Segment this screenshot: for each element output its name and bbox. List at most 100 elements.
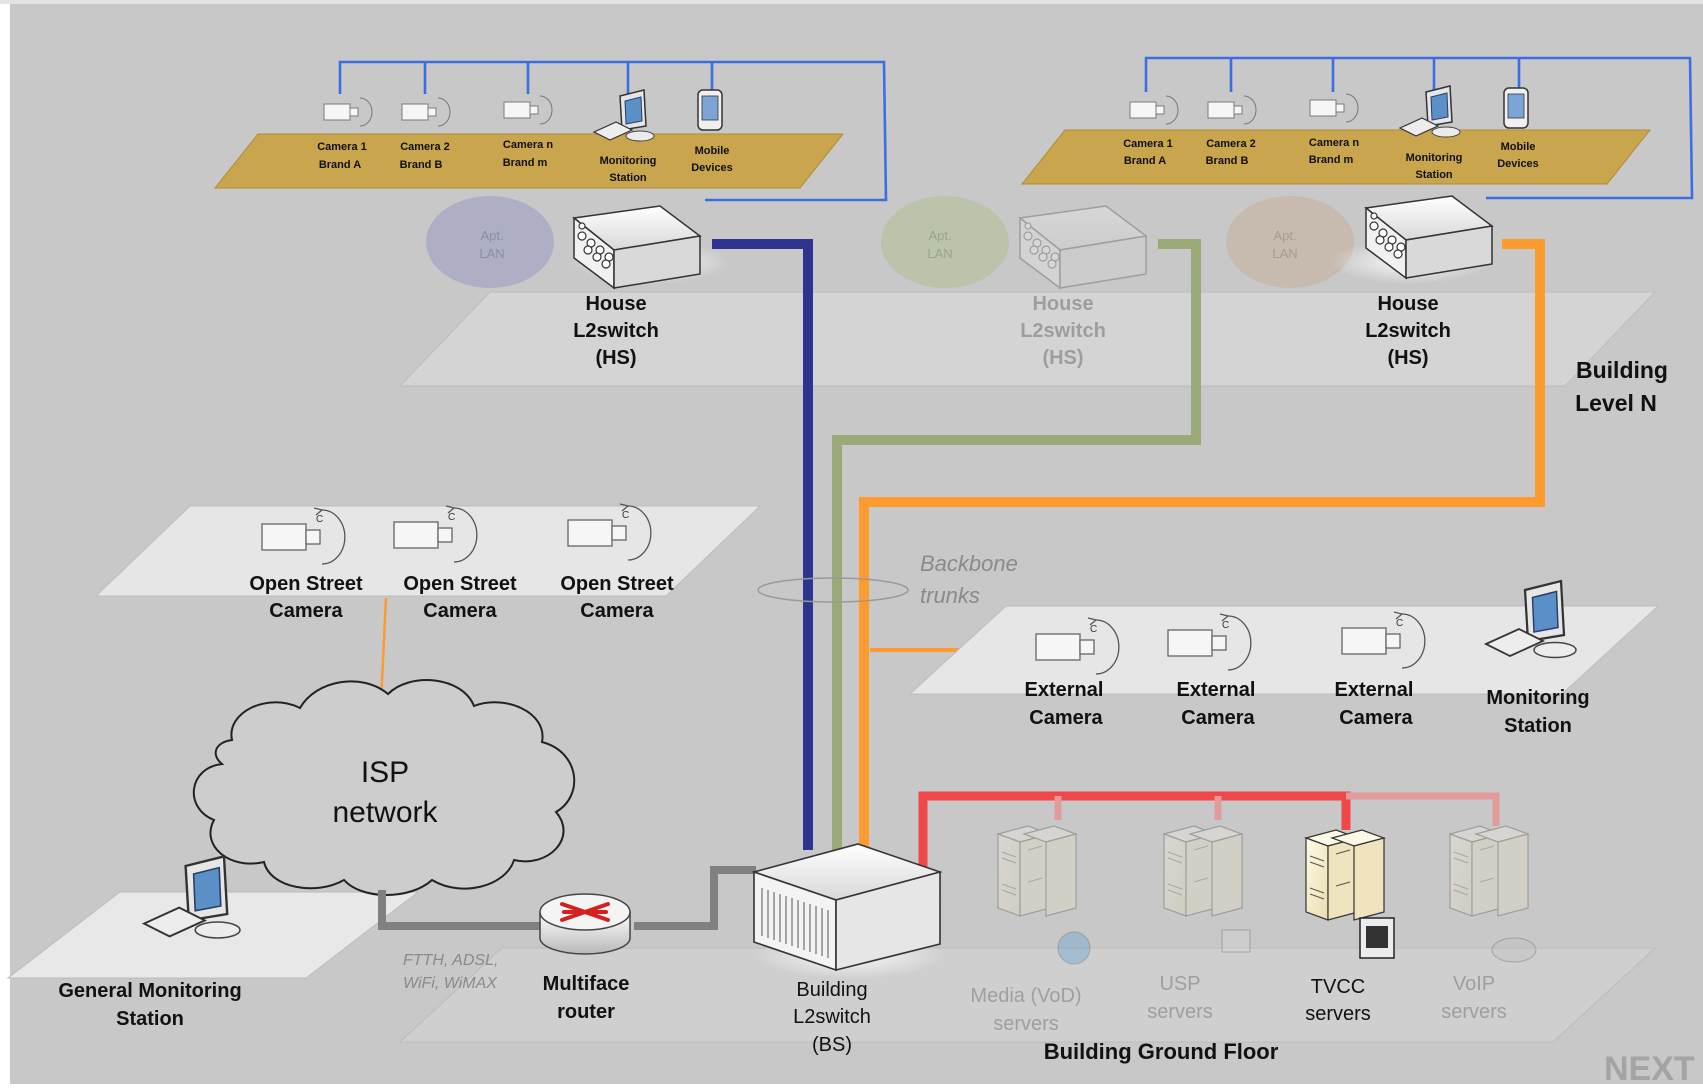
trunk-blue — [712, 239, 813, 850]
media-server — [997, 825, 1091, 965]
external-camera-label: Camera — [1181, 707, 1255, 729]
house-switch-2: House L2switch (HS) — [1019, 205, 1147, 369]
apt-lan-ellipse — [881, 196, 1009, 288]
server-icon — [1163, 825, 1243, 917]
building-switch-label: L2switch — [793, 1006, 871, 1028]
server-links — [918, 791, 1351, 870]
device-label: Devices — [691, 162, 733, 174]
tvcc-server — [1305, 829, 1395, 959]
building-switch-label: Building — [796, 979, 867, 1001]
router-label: Multiface — [543, 973, 630, 995]
server-icon — [1449, 825, 1529, 917]
device-label: Camera n — [1309, 137, 1359, 149]
camera-lens-icon — [1366, 926, 1388, 948]
isp-label: ISP — [361, 756, 409, 789]
apt-lan-label: LAN — [927, 246, 952, 261]
apt-lan-2: Apt. LAN — [881, 196, 1009, 288]
globe-icon — [1057, 931, 1091, 965]
apartment-lan-links-1 — [338, 60, 888, 202]
trunk-orange — [859, 239, 1545, 850]
device-label: Brand m — [1309, 154, 1354, 166]
apt-lan-label: Apt. — [480, 228, 503, 243]
device-label: Brand A — [319, 159, 361, 171]
building-switch-icon — [751, 843, 945, 979]
device-label: Camera n — [503, 139, 553, 151]
server-icon — [997, 825, 1077, 917]
street-camera-label: Camera — [269, 600, 343, 622]
router-label: router — [557, 1001, 615, 1023]
external-camera-label: External — [1335, 679, 1414, 701]
external-monitoring-label: Station — [1504, 715, 1572, 737]
pc-icon — [1221, 929, 1251, 953]
apt-lan-ellipse — [426, 196, 554, 288]
device-label: Brand B — [400, 159, 443, 171]
server-label: TVCC — [1311, 976, 1365, 998]
building-level-title: Level N — [1575, 390, 1657, 416]
device-label: Brand A — [1124, 155, 1166, 167]
device-label: Station — [1415, 169, 1453, 181]
apt-lan-label: LAN — [1272, 246, 1297, 261]
building-switch-label: (BS) — [812, 1034, 852, 1056]
server-links-faded — [1054, 792, 1500, 826]
device-label: Devices — [1497, 158, 1539, 170]
device-label: Station — [609, 172, 647, 184]
watermark: NEXT — [1604, 1050, 1695, 1084]
device-label: Brand B — [1206, 155, 1249, 167]
general-monitoring-label: Station — [116, 1008, 184, 1030]
server-icon — [1305, 829, 1385, 921]
access-label: FTTH, ADSL, — [403, 952, 498, 969]
server-label: servers — [1441, 1001, 1507, 1023]
external-monitoring-label: Monitoring — [1486, 687, 1589, 709]
switch-label: L2switch — [573, 320, 659, 342]
backbone-label: trunks — [920, 583, 980, 608]
apartment-devices-3: Camera 1 Brand A Camera 2 Brand B Camera… — [1123, 85, 1539, 181]
apartment-lan-links-3 — [1144, 56, 1694, 200]
apt-lan-label: LAN — [479, 246, 504, 261]
switch-label: House — [1377, 293, 1438, 315]
server-label: VoIP — [1453, 973, 1495, 995]
device-label: Camera 1 — [317, 141, 367, 153]
isp-cloud — [192, 679, 576, 896]
switch-label: House — [1032, 293, 1093, 315]
backbone-ellipse — [757, 577, 909, 603]
server-label: Media (VoD) — [970, 985, 1081, 1007]
general-monitoring-label: General Monitoring — [58, 980, 241, 1002]
street-camera-label: Camera — [423, 600, 497, 622]
house-switch-1: House L2switch (HS) — [570, 205, 730, 369]
top-border — [0, 0, 1703, 4]
device-label: Monitoring — [1406, 152, 1463, 164]
mobile-device-icon — [697, 89, 723, 131]
usp-server — [1163, 825, 1251, 953]
apartment-plate-3 — [1020, 129, 1652, 185]
switch-label: (HS) — [1387, 347, 1428, 369]
router-icon — [539, 893, 631, 955]
switch-label: (HS) — [1042, 347, 1083, 369]
switch-label: L2switch — [1365, 320, 1451, 342]
external-camera-label: Camera — [1339, 707, 1413, 729]
apt-lan-3: Apt. LAN — [1226, 196, 1354, 288]
server-label: servers — [1147, 1001, 1213, 1023]
isp-label: network — [332, 796, 438, 829]
trunk-green — [832, 239, 1201, 850]
backbone-label: Backbone — [920, 551, 1018, 576]
apt-lan-label: Apt. — [1273, 228, 1296, 243]
ground-floor-plate — [398, 947, 1657, 1043]
street-camera-label: Camera — [580, 600, 654, 622]
building-level-n-plate — [398, 291, 1657, 387]
device-label: Monitoring — [600, 155, 657, 167]
voip-server — [1449, 825, 1537, 963]
apartment-plate-1 — [213, 133, 845, 189]
server-label: servers — [1305, 1003, 1371, 1025]
street-camera-label: Open Street — [560, 573, 674, 595]
house-switch-3: House L2switch (HS) — [1330, 195, 1493, 369]
device-label: Mobile — [695, 145, 730, 157]
apartment-devices-1: Camera 1 Brand A Camera 2 Brand B Camera… — [317, 89, 733, 184]
device-label: Brand m — [503, 157, 548, 169]
isp-router-link — [378, 866, 756, 930]
apt-lan-label: Apt. — [928, 228, 951, 243]
server-label: servers — [993, 1013, 1059, 1035]
ground-floor-label: Building Ground Floor — [1044, 1039, 1279, 1064]
street-camera-label: Open Street — [249, 573, 363, 595]
